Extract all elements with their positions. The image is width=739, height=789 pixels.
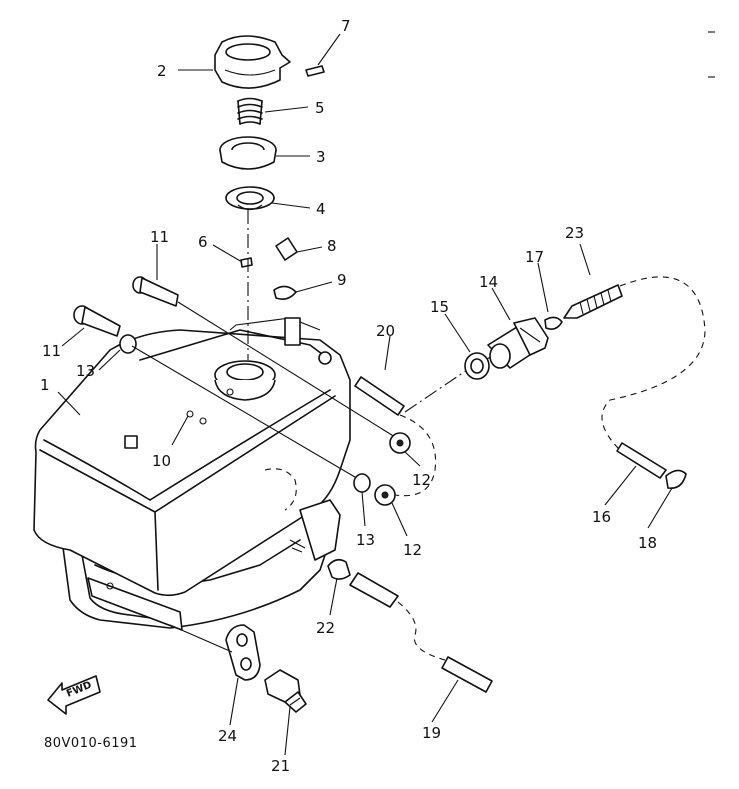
breather-pin bbox=[240, 257, 253, 268]
callout-14: 14 bbox=[479, 273, 498, 291]
callout-11-upper: 11 bbox=[150, 228, 169, 246]
callout-5: 5 bbox=[315, 99, 325, 117]
fuel-cap bbox=[214, 35, 291, 89]
callout-21: 21 bbox=[271, 757, 290, 775]
clip bbox=[275, 237, 298, 261]
bracket-dashed-path bbox=[394, 414, 437, 497]
callout-15: 15 bbox=[430, 298, 449, 316]
grommet-lower bbox=[374, 484, 396, 506]
fuel-cock bbox=[487, 317, 549, 369]
bolt-21 bbox=[264, 669, 307, 713]
callout-1: 1 bbox=[40, 376, 50, 394]
callout-22: 22 bbox=[316, 619, 335, 637]
callout-2: 2 bbox=[157, 62, 167, 80]
guide-line bbox=[169, 624, 233, 653]
washer-left bbox=[119, 334, 137, 354]
callout-7: 7 bbox=[341, 17, 351, 35]
pipe-20 bbox=[354, 376, 405, 416]
callout-4: 4 bbox=[316, 200, 326, 218]
spring bbox=[237, 97, 263, 125]
callout-3: 3 bbox=[316, 148, 326, 166]
hose-19-route bbox=[397, 601, 446, 661]
margin-ticks bbox=[708, 31, 715, 78]
cap-seal bbox=[219, 136, 277, 170]
callout-13-right: 13 bbox=[356, 531, 375, 549]
seal-ring bbox=[464, 352, 490, 380]
hose-nipple bbox=[563, 284, 623, 319]
callout-13-left: 13 bbox=[76, 362, 95, 380]
callout-10: 10 bbox=[152, 452, 171, 470]
callout-6: 6 bbox=[198, 233, 208, 251]
fuel-tank bbox=[33, 317, 351, 631]
hose-route bbox=[601, 276, 706, 451]
callout-18: 18 bbox=[638, 534, 657, 552]
washer-right bbox=[353, 473, 371, 493]
guide-line bbox=[131, 345, 361, 481]
clip-18 bbox=[665, 469, 687, 490]
callout-12-upper: 12 bbox=[412, 471, 431, 489]
leader-lines bbox=[57, 33, 673, 756]
callout-12-lower: 12 bbox=[403, 541, 422, 559]
bolt-upper bbox=[132, 276, 179, 307]
grommet-upper bbox=[389, 432, 411, 454]
callout-11-lower: 11 bbox=[42, 342, 61, 360]
callout-labels: 2 7 5 3 4 6 8 9 11 11 13 1 10 20 15 14 1… bbox=[40, 17, 657, 775]
drawing-code: 80V010-6191 bbox=[44, 736, 138, 751]
callout-23: 23 bbox=[565, 224, 584, 242]
callout-9: 9 bbox=[337, 271, 347, 289]
hose-19 bbox=[441, 656, 493, 693]
callout-24: 24 bbox=[218, 727, 237, 745]
hose-clip bbox=[544, 316, 563, 330]
callout-20: 20 bbox=[376, 322, 395, 340]
clamp-small bbox=[273, 285, 297, 300]
bracket-24 bbox=[225, 624, 261, 681]
hose-19-upper bbox=[349, 572, 399, 608]
callout-16: 16 bbox=[592, 508, 611, 526]
clamp-22 bbox=[327, 558, 351, 580]
hose-16 bbox=[616, 442, 667, 479]
guide-line bbox=[177, 301, 396, 438]
bolt-lower bbox=[73, 305, 121, 337]
gasket bbox=[225, 186, 275, 211]
callout-8: 8 bbox=[327, 237, 337, 255]
callout-17: 17 bbox=[525, 248, 544, 266]
cap-pin bbox=[305, 65, 325, 77]
fwd-arrow: FWD bbox=[47, 675, 101, 715]
callout-19: 19 bbox=[422, 724, 441, 742]
